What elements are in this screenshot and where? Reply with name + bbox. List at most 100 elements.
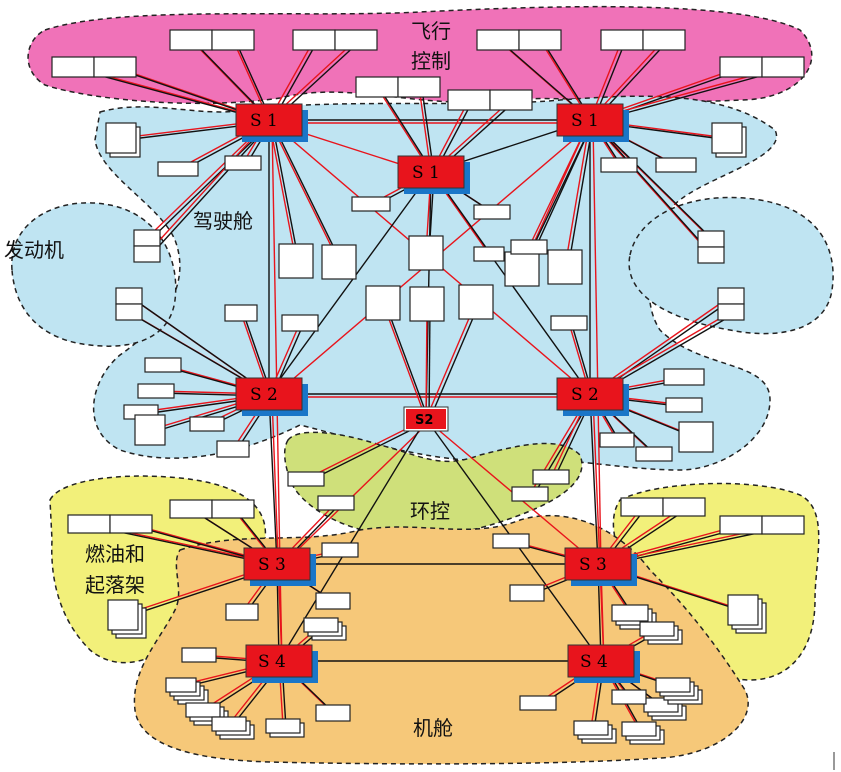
switch-s4-left-label: S 4 (258, 652, 286, 672)
device-box (185, 702, 229, 726)
switch-s1-left-label: S 1 (250, 111, 278, 131)
device-box (511, 486, 549, 502)
device-box (355, 76, 399, 98)
device-link-red (425, 303, 428, 420)
switch-s4-right: S 4 (567, 644, 640, 683)
device-link-red (425, 301, 477, 420)
zone-engine-right (628, 196, 834, 335)
device-box (134, 414, 166, 446)
device-link-black (567, 121, 594, 270)
device-box (115, 287, 143, 305)
device-box (519, 695, 557, 711)
device-box (181, 647, 217, 663)
device-box (518, 29, 562, 51)
device-box (303, 617, 347, 641)
device-box (321, 244, 357, 280)
device-link-red (146, 119, 270, 255)
device-link-black (385, 304, 430, 422)
device-box (678, 421, 714, 453)
zone-cockpit (93, 95, 778, 471)
device-box (169, 499, 213, 519)
device-box (697, 230, 725, 248)
device-box (655, 157, 697, 173)
switch-s2-left: S 2 (235, 377, 308, 416)
label-flight-control-2: 控制 (411, 49, 451, 73)
device-box (292, 29, 336, 51)
device-box (165, 677, 209, 705)
device-box (550, 315, 588, 331)
device-box (157, 161, 199, 177)
switch-s1-right: S 1 (556, 103, 629, 142)
device-box (697, 246, 725, 264)
device-box (761, 515, 805, 535)
device-box (67, 514, 111, 534)
device-box (665, 397, 703, 413)
device-link-red (268, 119, 297, 262)
switch-s2-center: S2 (403, 406, 449, 432)
device-box (532, 469, 570, 485)
device-link-black (531, 121, 594, 250)
device-box (639, 621, 683, 645)
device-box (133, 245, 161, 263)
label-engine: 发动机 (4, 238, 64, 262)
device-box (211, 716, 255, 740)
switch-s2-center-label: S2 (415, 413, 433, 428)
switch-s3-right: S 3 (564, 547, 637, 586)
device-box (473, 246, 505, 262)
switch-s2-right: S 2 (556, 377, 629, 416)
device-box (321, 542, 359, 558)
device-box (107, 599, 147, 639)
device-box (224, 304, 258, 322)
device-box (109, 514, 153, 534)
backbone-link (592, 396, 605, 665)
device-link-black (428, 305, 431, 422)
device-box (642, 29, 686, 51)
device-link-black (428, 303, 480, 422)
device-box (492, 533, 530, 549)
switch-s1-center-label: S 1 (412, 163, 440, 183)
device-box (93, 56, 137, 78)
backbone-link (268, 393, 278, 565)
device-box (489, 89, 533, 111)
label-cabin: 机舱 (413, 716, 453, 740)
switch-s1-left: S 1 (235, 103, 308, 142)
device-box (169, 29, 213, 51)
switch-s1-center: S 1 (397, 155, 470, 194)
backbone-link (271, 122, 281, 568)
device-box (409, 286, 445, 322)
label-env-control: 环控 (410, 499, 450, 523)
switch-s4-left: S 4 (245, 644, 318, 683)
device-box (224, 155, 262, 171)
device-box (408, 235, 444, 271)
device-link-red (268, 119, 340, 263)
backbone-link (589, 393, 599, 565)
backbone-link (271, 396, 283, 665)
device-box (611, 689, 647, 705)
device-box (351, 196, 391, 212)
device-box (509, 584, 545, 602)
switch-s3-left: S 3 (243, 547, 316, 586)
device-box (761, 56, 805, 78)
device-box (265, 718, 305, 738)
device-box (216, 440, 250, 458)
device-link-red (564, 119, 591, 268)
label-cockpit: 驾驶舱 (193, 209, 253, 233)
device-box (144, 357, 182, 373)
device-link-black (271, 121, 300, 264)
device-box (600, 157, 638, 173)
device-box (133, 229, 161, 247)
device-box (317, 495, 355, 511)
device-box (663, 368, 705, 386)
device-link-red (589, 119, 712, 256)
device-box (620, 497, 664, 517)
label-fuel-gear-2: 起落架 (85, 573, 145, 597)
device-link-black (149, 121, 273, 257)
device-box (334, 29, 378, 51)
device-link-black (271, 121, 343, 265)
device-box (711, 122, 747, 158)
device-box (655, 677, 703, 705)
device-link-black (592, 121, 715, 258)
backbone-link (279, 421, 430, 568)
device-box (635, 446, 673, 462)
